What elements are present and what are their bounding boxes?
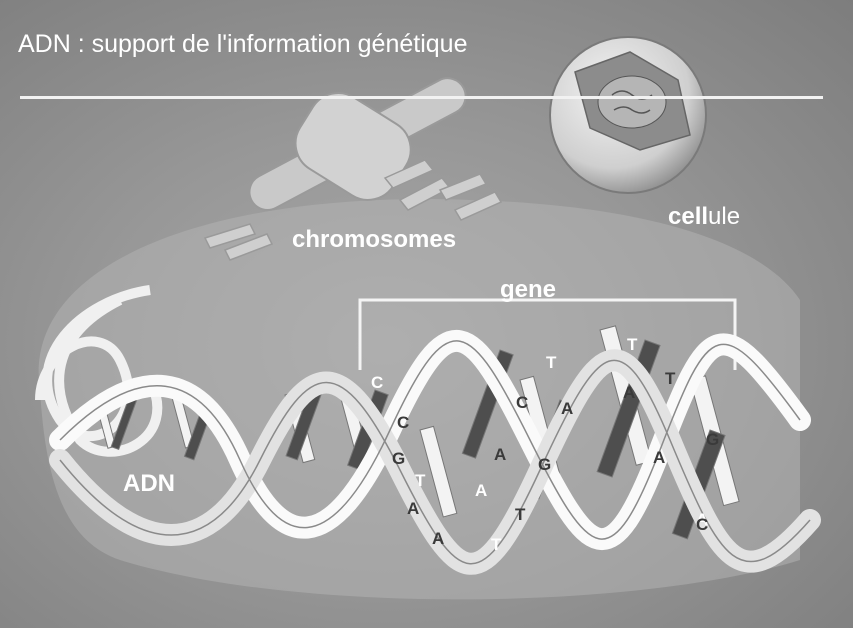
base-letter: A [623, 383, 635, 402]
base-letter: T [627, 335, 638, 354]
base-letter: A [561, 399, 573, 418]
adn-label: ADN [123, 470, 175, 498]
base-letter: T [515, 505, 526, 524]
base-letter: C [696, 515, 708, 534]
base-letter: T [491, 535, 502, 554]
cell-label: cellule [668, 203, 740, 231]
title-divider [20, 96, 823, 99]
cell-label-bold: cell [668, 203, 708, 230]
base-letter: A [653, 448, 665, 467]
chromosomes-label: chromosomes [292, 226, 456, 254]
base-letter: T [546, 353, 557, 372]
base-letter: G [392, 449, 405, 468]
base-letter: T [665, 369, 676, 388]
base-letter: A [475, 481, 487, 500]
base-letter: A [494, 445, 506, 464]
base-letter: A [407, 499, 419, 518]
page-title: ADN : support de l'information génétique [18, 30, 467, 59]
cell-sphere-icon [550, 37, 706, 193]
base-letter: T [415, 471, 426, 490]
cell-label-rest: ule [708, 203, 740, 230]
base-letter: G [538, 455, 551, 474]
base-letter: A [432, 529, 444, 548]
base-letter: G [706, 430, 719, 449]
base-letter: C [371, 373, 383, 392]
base-letter: C [516, 393, 528, 412]
base-letter: C [397, 413, 409, 432]
gene-label: gene [500, 276, 556, 304]
